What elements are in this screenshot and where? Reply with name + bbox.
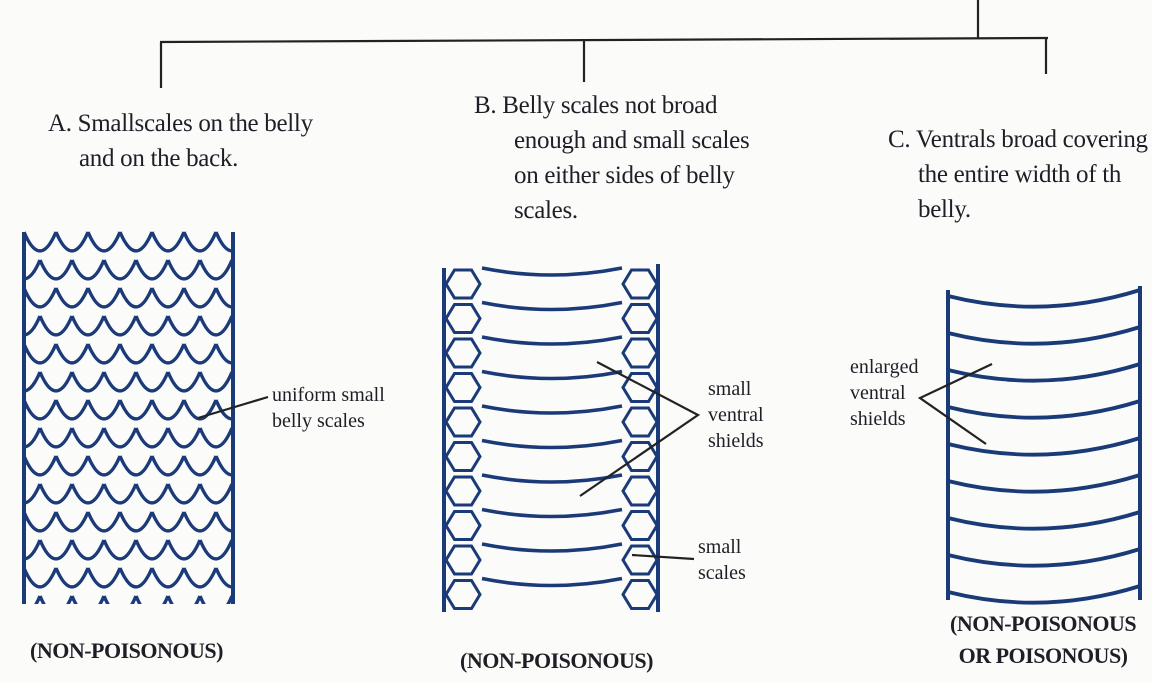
panel-b-side-scale — [446, 305, 480, 333]
panel-b-side-scale — [446, 477, 480, 505]
panel-c-description-line-2: the entire width of th — [918, 161, 1121, 188]
panel-a-scale-row — [0, 344, 248, 363]
panel-a-scale-row — [8, 372, 264, 391]
tree-bar — [160, 38, 1048, 42]
panel-b-small-scales-label: small scales — [698, 534, 746, 586]
panel-c-shield-edge — [948, 401, 1140, 418]
panel-b-small-scales-line-2: scales — [698, 562, 746, 584]
panel-a-scale-row — [8, 316, 264, 335]
panel-a-verdict: (NON-POISONOUS) — [30, 638, 223, 664]
panel-b-letter: B. — [474, 92, 496, 119]
panel-b-description-line-4: scales. — [514, 197, 578, 224]
panel-c-ventral-shields — [948, 290, 1140, 603]
panel-a-scale-row — [0, 512, 248, 531]
panel-b-side-scale — [623, 339, 657, 367]
panel-b-shield-edge — [482, 441, 622, 448]
panel-b-description-line-3: on either sides of belly — [514, 162, 735, 189]
panel-b-small-scales-line-1: small — [698, 536, 741, 558]
panel-a-scale-row — [0, 232, 248, 251]
panel-b-side-scale — [446, 512, 480, 540]
panel-a-scale-row — [8, 484, 264, 503]
panel-c-description: C. Ventrals broad covering the entire wi… — [888, 122, 1148, 227]
panel-a-scale-row — [0, 400, 248, 419]
panel-c-verdict-line-2: OR POISONOUS) — [959, 643, 1128, 668]
panel-a-label: uniform small belly scales — [272, 382, 385, 434]
panel-c-shield-edge — [948, 586, 1140, 603]
panel-b-side-scale — [623, 546, 657, 574]
panel-a-scale-row — [8, 428, 264, 447]
panel-a-description: A. Smallscales on the belly and on the b… — [48, 106, 313, 176]
panel-b-side-scale — [446, 581, 480, 609]
panel-b-side-scale — [446, 270, 480, 298]
panel-a-letter: A. — [48, 110, 72, 137]
panel-c-shield-edge — [948, 290, 1140, 307]
panel-a-scale-row — [8, 596, 264, 615]
panel-b-shield-edge — [482, 337, 622, 344]
panel-a-scale-row — [8, 540, 264, 559]
panel-a-scale-row — [0, 456, 248, 475]
panel-c-description-line-3: belly. — [918, 196, 971, 223]
tree-connector — [160, 0, 1048, 88]
panel-b-side-scale — [446, 443, 480, 471]
panel-b-side-scale — [623, 477, 657, 505]
panel-b-shields-label-line-1: small — [708, 378, 751, 400]
panel-b-side-scale — [446, 408, 480, 436]
panel-b-shields-label-line-3: shields — [708, 430, 764, 452]
panel-b-description-line-1: Belly scales not broad — [502, 92, 717, 119]
panel-c-label-line-3: shields — [850, 408, 906, 430]
panel-b-shield-edge — [482, 406, 622, 413]
panel-a-scale-row — [0, 288, 248, 307]
panel-b-side-scale — [623, 512, 657, 540]
panel-b-side-scale — [623, 305, 657, 333]
panel-a-label-line-2: belly scales — [272, 410, 365, 432]
panel-b-shield-edge — [482, 544, 622, 551]
panel-b-side-scale — [623, 408, 657, 436]
panel-c-shield-edge — [948, 512, 1140, 529]
panel-b-scale-pattern — [444, 264, 698, 612]
panel-a-scale-pattern — [0, 232, 268, 643]
panel-b-side-scales — [446, 270, 657, 609]
panel-b-side-scale — [446, 374, 480, 402]
panel-b-side-scale — [446, 339, 480, 367]
panel-b-side-scale — [623, 270, 657, 298]
panel-b-small-scales-pointer — [632, 555, 694, 559]
panel-b-ventral-shields — [482, 268, 622, 586]
panel-c-letter: C. — [888, 126, 910, 153]
panel-c-label-line-2: ventral — [850, 382, 906, 404]
panel-b-shield-edge — [482, 268, 622, 275]
panel-a-scale-row — [0, 568, 248, 587]
panel-b-side-scale — [446, 546, 480, 574]
panel-a-label-line-1: uniform small — [272, 384, 385, 406]
panel-a-description-line-1: Smallscales on the belly — [78, 110, 313, 137]
panel-b-verdict: (NON-POISONOUS) — [460, 648, 653, 674]
panel-b-side-scale — [623, 581, 657, 609]
panel-c-shield-edge — [948, 438, 1140, 455]
panel-c-verdict: (NON-POISONOUS OR POISONOUS) — [950, 608, 1136, 672]
panel-c-scale-pattern — [920, 286, 1140, 603]
panel-b-shield-edge — [482, 579, 622, 586]
panel-b-shield-edge — [482, 303, 622, 310]
panel-a-scale-row — [8, 260, 264, 279]
panel-c-shield-edge — [948, 549, 1140, 566]
panel-b-shield-edge — [482, 372, 622, 379]
panel-c-shield-edge — [948, 475, 1140, 492]
panel-b-shields-label: small ventral shields — [708, 376, 764, 454]
panel-c-verdict-line-1: (NON-POISONOUS — [950, 611, 1136, 636]
panel-b-shield-edge — [482, 510, 622, 517]
panel-c-label: enlarged ventral shields — [850, 354, 919, 432]
panel-b-description-line-2: enough and small scales — [514, 127, 749, 154]
panel-b-shields-label-line-2: ventral — [708, 404, 764, 426]
panel-c-description-line-1: Ventrals broad covering — [916, 126, 1148, 153]
panel-a-scales — [0, 232, 264, 643]
panel-b-description: B. Belly scales not broad enough and sma… — [474, 88, 749, 228]
panel-a-description-line-2: and on the back. — [79, 145, 238, 172]
panel-c-label-line-1: enlarged — [850, 356, 919, 378]
panel-c-shield-edge — [948, 327, 1140, 344]
